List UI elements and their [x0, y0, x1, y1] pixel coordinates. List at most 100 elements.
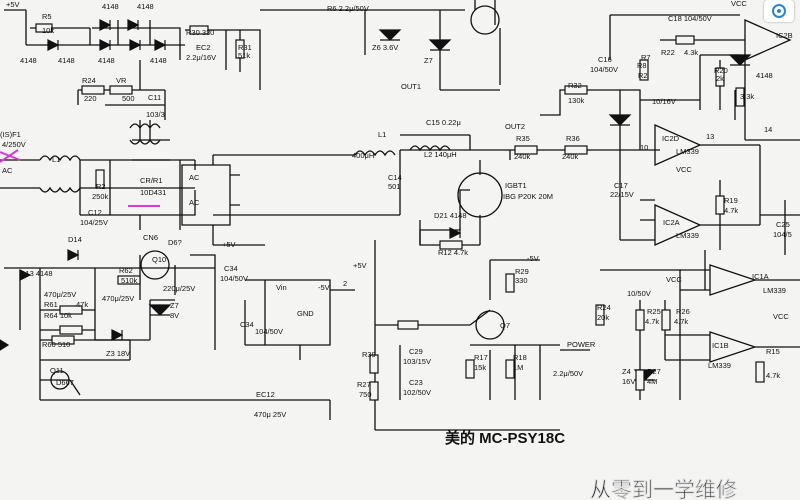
component-label: L1	[378, 130, 386, 139]
component-label: C29	[409, 347, 423, 356]
component-label: 22/15V	[610, 190, 634, 199]
component-label: GND	[297, 309, 314, 318]
component-label: D13 4148	[20, 269, 53, 278]
component-label: 2.2μ/16V	[186, 53, 216, 62]
component-label: C23	[409, 378, 423, 387]
component-label: 220μ/25V	[163, 284, 195, 293]
component-label: 2.2μ/50V	[553, 369, 583, 378]
component-label: +5V	[6, 0, 20, 9]
component-label: AC	[189, 173, 200, 182]
component-label: C16	[598, 55, 612, 64]
component-label: Z4	[622, 367, 631, 376]
component-label: 104/25V	[80, 218, 108, 227]
component-label: IC2A	[663, 218, 680, 227]
component-label: VCC	[666, 275, 682, 284]
component-label: R22	[661, 48, 675, 57]
component-label: R29	[515, 267, 529, 276]
component-label: R2	[96, 182, 106, 191]
component-label: 470μ 25V	[254, 410, 286, 419]
component-label: 104/50V	[255, 327, 283, 336]
component-label: 250k	[92, 192, 109, 201]
component-label: 14	[764, 125, 772, 134]
component-label: 10/50V	[627, 289, 651, 298]
component-label: -5V	[527, 254, 539, 263]
component-label: 240k	[562, 152, 579, 161]
cloud-icon	[772, 4, 786, 18]
component-label: 47k	[76, 300, 88, 309]
component-label: POWER	[567, 340, 596, 349]
component-label: 102/50V	[403, 388, 431, 397]
component-label: Z7	[424, 56, 433, 65]
component-label: CR/R1	[140, 176, 163, 185]
component-label: AC	[189, 198, 200, 207]
component-label: LM339	[676, 147, 699, 156]
component-label: R27	[357, 380, 371, 389]
component-label: 130k	[568, 96, 585, 105]
watermark-text: 从零到一学维修	[590, 479, 737, 500]
component-label: 220	[84, 94, 97, 103]
component-label: 103/3	[146, 110, 165, 119]
component-label: VCC	[676, 165, 692, 174]
component-label: Z6 3.6V	[372, 43, 398, 52]
component-label: LM339	[676, 231, 699, 240]
component-label: 4148	[150, 56, 167, 65]
component-label: 10/16V	[652, 97, 676, 106]
component-label: C12	[88, 208, 102, 217]
component-label: D14	[68, 235, 82, 244]
component-label: R60 510	[42, 340, 70, 349]
component-label: -5V	[318, 283, 330, 292]
component-label: C34	[240, 320, 254, 329]
component-symbols	[0, 19, 752, 381]
component-label: Vin	[276, 283, 287, 292]
component-label: 3.3k	[740, 92, 754, 101]
component-label: 2	[343, 279, 347, 288]
component-label: 330	[515, 276, 528, 285]
component-label: C15 0.22μ	[426, 118, 461, 127]
component-label: LM339	[763, 286, 786, 295]
component-label: R24	[597, 303, 611, 312]
component-label: IBG P20K 20M	[503, 192, 553, 201]
component-label: 4148	[102, 2, 119, 11]
component-label: R15	[766, 347, 780, 356]
component-label: R26	[676, 307, 690, 316]
wiring	[0, 0, 800, 431]
component-label: 4M	[647, 377, 657, 386]
component-label: 400μH	[352, 151, 374, 160]
cloud-badge-button[interactable]	[764, 0, 794, 22]
component-label: R32	[568, 81, 582, 90]
component-label: VCC	[773, 312, 789, 321]
component-label: 10D431	[140, 188, 166, 197]
component-label: 4.7k	[766, 371, 780, 380]
component-label: 4148	[756, 71, 773, 80]
component-label: AC	[2, 166, 13, 175]
component-label: 4.7k	[724, 206, 738, 215]
component-label: 4.3k	[684, 48, 698, 57]
component-label: R18	[513, 353, 527, 362]
component-label: C11	[148, 93, 161, 102]
component-label: IGBT1	[505, 181, 527, 190]
component-label: 4.7k	[645, 317, 659, 326]
component-label: 470μ/25V	[102, 294, 134, 303]
component-label: R25	[647, 307, 661, 316]
component-label: R12 4.7k	[438, 248, 468, 257]
inductors	[39, 123, 451, 193]
component-label: C34	[224, 264, 238, 273]
component-label: 4148	[98, 56, 115, 65]
component-label: R36	[566, 134, 580, 143]
component-label: OUT2	[505, 122, 525, 131]
component-label: Z3 18V	[106, 349, 130, 358]
component-label: 51k	[238, 51, 250, 60]
component-label: 750	[359, 390, 372, 399]
component-label: VCC	[731, 0, 747, 8]
component-label: C25	[776, 220, 790, 229]
component-label: C17	[614, 181, 628, 190]
component-label: Z7	[170, 301, 179, 310]
component-label: Q11	[50, 366, 64, 375]
component-label: EC12	[256, 390, 275, 399]
component-label: 4148	[137, 2, 154, 11]
component-label: 104/50V	[590, 65, 618, 74]
schematic-title: 美的 MC-PSY18C	[445, 429, 565, 447]
component-label: 8V	[170, 311, 179, 320]
